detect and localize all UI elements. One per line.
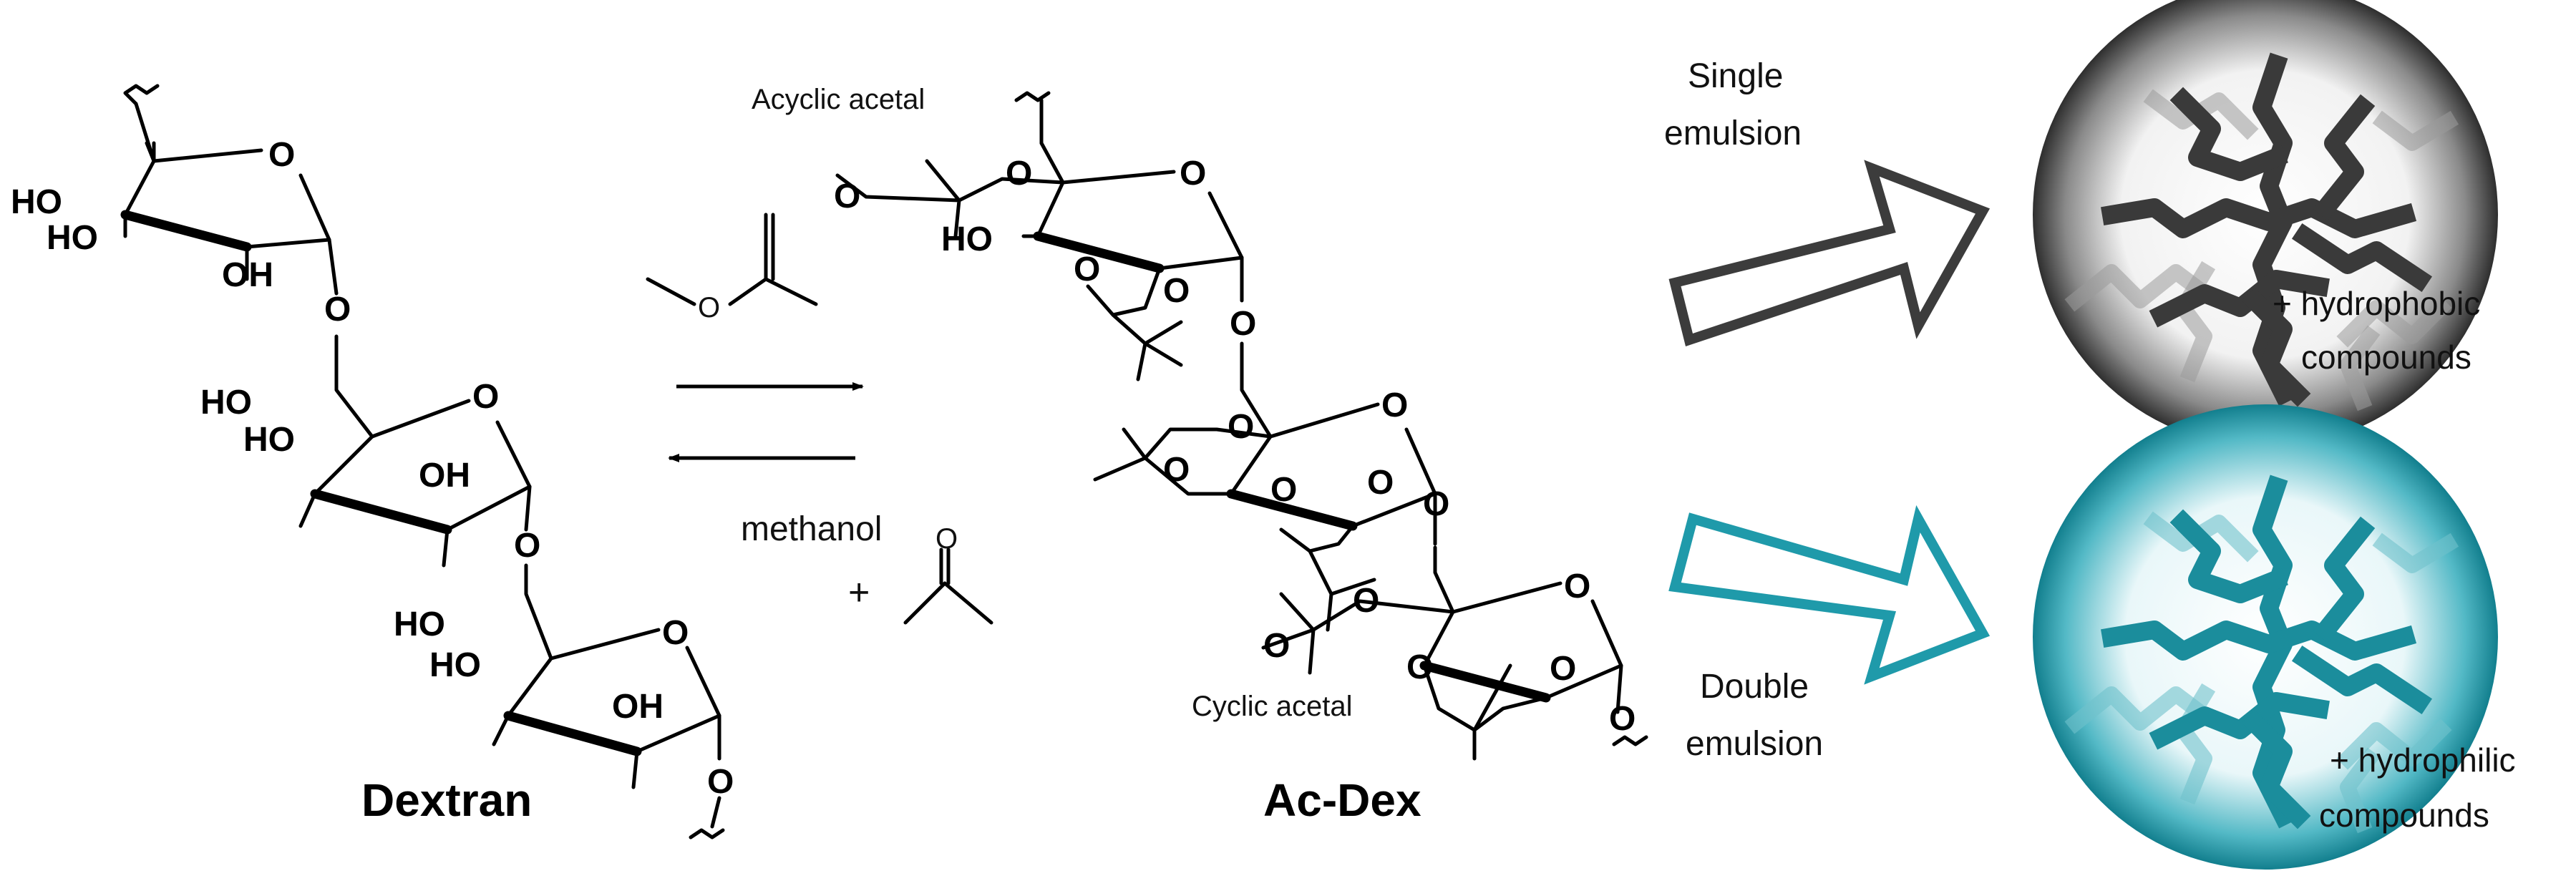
- hydroxyl-label: OH: [222, 256, 273, 294]
- hydrophobic-label-line1: + hydrophobic: [2273, 285, 2480, 322]
- hydrophilic-label-line2: compounds: [2319, 797, 2489, 834]
- ether-oxygen-label: O: [1270, 471, 1297, 509]
- ring-oxygen-label: O: [662, 614, 689, 652]
- dextran-label: Dextran: [361, 774, 532, 826]
- glycosidic-oxygen-label: O: [1423, 485, 1449, 523]
- dextran-ring-2: [298, 334, 532, 568]
- hydroxyl-label: HO: [394, 605, 445, 643]
- hydrophilic-label-line1: + hydrophilic: [2330, 741, 2516, 779]
- glycosidic-oxygen-label: O: [1230, 305, 1256, 343]
- ether-oxygen-label: O: [1074, 250, 1100, 288]
- ether-oxygen-label: O: [1228, 408, 1254, 446]
- dextran-ring-1: [120, 84, 339, 296]
- dextran-ring-3: [492, 563, 725, 839]
- plus-sign: +: [848, 572, 870, 613]
- acdex-label: Ac-Dex: [1263, 774, 1421, 826]
- hydroxyl-label: HO: [47, 219, 98, 257]
- hydroxyl-label: HO: [941, 220, 993, 258]
- hydroxyl-label: HO: [11, 183, 62, 221]
- ether-oxygen-label: O: [698, 292, 720, 323]
- ring-oxygen-label: O: [1564, 568, 1590, 605]
- 2-methoxypropene-structure: O: [646, 213, 818, 323]
- hydrophobic-particle: + hydrophobic compounds: [2033, 0, 2498, 447]
- ether-oxygen-label: O: [1353, 582, 1379, 620]
- polymer-network-gray: [2064, 52, 2459, 412]
- hydroxyl-label: OH: [612, 688, 664, 726]
- polymer-network-teal: [2064, 474, 2459, 834]
- glycosidic-oxygen-label: O: [324, 291, 351, 328]
- hydroxyl-label: HO: [200, 384, 252, 422]
- ring-oxygen-label: O: [1180, 155, 1206, 193]
- ether-oxygen-label: O: [1367, 464, 1394, 502]
- glycosidic-oxygen-label: O: [514, 527, 540, 565]
- single-emulsion-arrow: [1668, 160, 1991, 347]
- cyclic-acetal-label: Cyclic acetal: [1192, 691, 1353, 722]
- reaction-conditions: O methanol + O: [646, 213, 993, 625]
- hydrophilic-particle: + hydrophilic compounds: [2033, 404, 2516, 870]
- double-emulsion-label-line1: Double: [1700, 668, 1809, 706]
- single-emulsion-label-line2: emulsion: [1664, 115, 1802, 152]
- methanol-label: methanol: [741, 510, 882, 548]
- carbonyl-oxygen-label: O: [935, 523, 958, 555]
- ether-oxygen-label: O: [1406, 648, 1433, 686]
- acetone-structure: O: [903, 523, 993, 625]
- ether-oxygen-label: O: [1163, 451, 1190, 489]
- acdex-ring-3: [1261, 545, 1648, 761]
- ether-oxygen-label: O: [1550, 650, 1576, 688]
- double-emulsion-label-line2: emulsion: [1686, 725, 1823, 763]
- dextran-structure: O HO HO OH O O HO HO OH O O HO HO OH O D…: [11, 84, 734, 839]
- single-emulsion-label-line1: Single: [1688, 57, 1783, 95]
- acyclic-acetal-label: Acyclic acetal: [752, 84, 925, 115]
- double-emulsion-pathway: Double emulsion: [1668, 505, 1991, 763]
- hydroxyl-label: HO: [243, 421, 295, 459]
- acdex-ring-1: [835, 141, 1244, 381]
- ether-oxygen-label: O: [1163, 272, 1190, 310]
- hydrophobic-label-line2: compounds: [2301, 339, 2471, 376]
- hydroxyl-label: OH: [419, 457, 470, 495]
- ring-oxygen-label: O: [1381, 386, 1408, 424]
- ether-oxygen-label: O: [1263, 627, 1290, 665]
- double-emulsion-arrow: [1668, 505, 1991, 685]
- acdex-ring-2: [1093, 341, 1437, 632]
- single-emulsion-pathway: Single emulsion: [1664, 57, 1991, 347]
- ether-oxygen-label: O: [834, 177, 860, 215]
- glycosidic-oxygen-label: O: [707, 763, 734, 801]
- hydroxyl-label: HO: [429, 646, 481, 684]
- acdex-structure: Acyclic acetal O O O HO O O O O: [752, 84, 1648, 826]
- ether-oxygen-label: O: [1006, 155, 1032, 193]
- ring-oxygen-label: O: [268, 136, 295, 174]
- ring-oxygen-label: O: [472, 378, 499, 416]
- glycosidic-oxygen-label: O: [1609, 700, 1635, 738]
